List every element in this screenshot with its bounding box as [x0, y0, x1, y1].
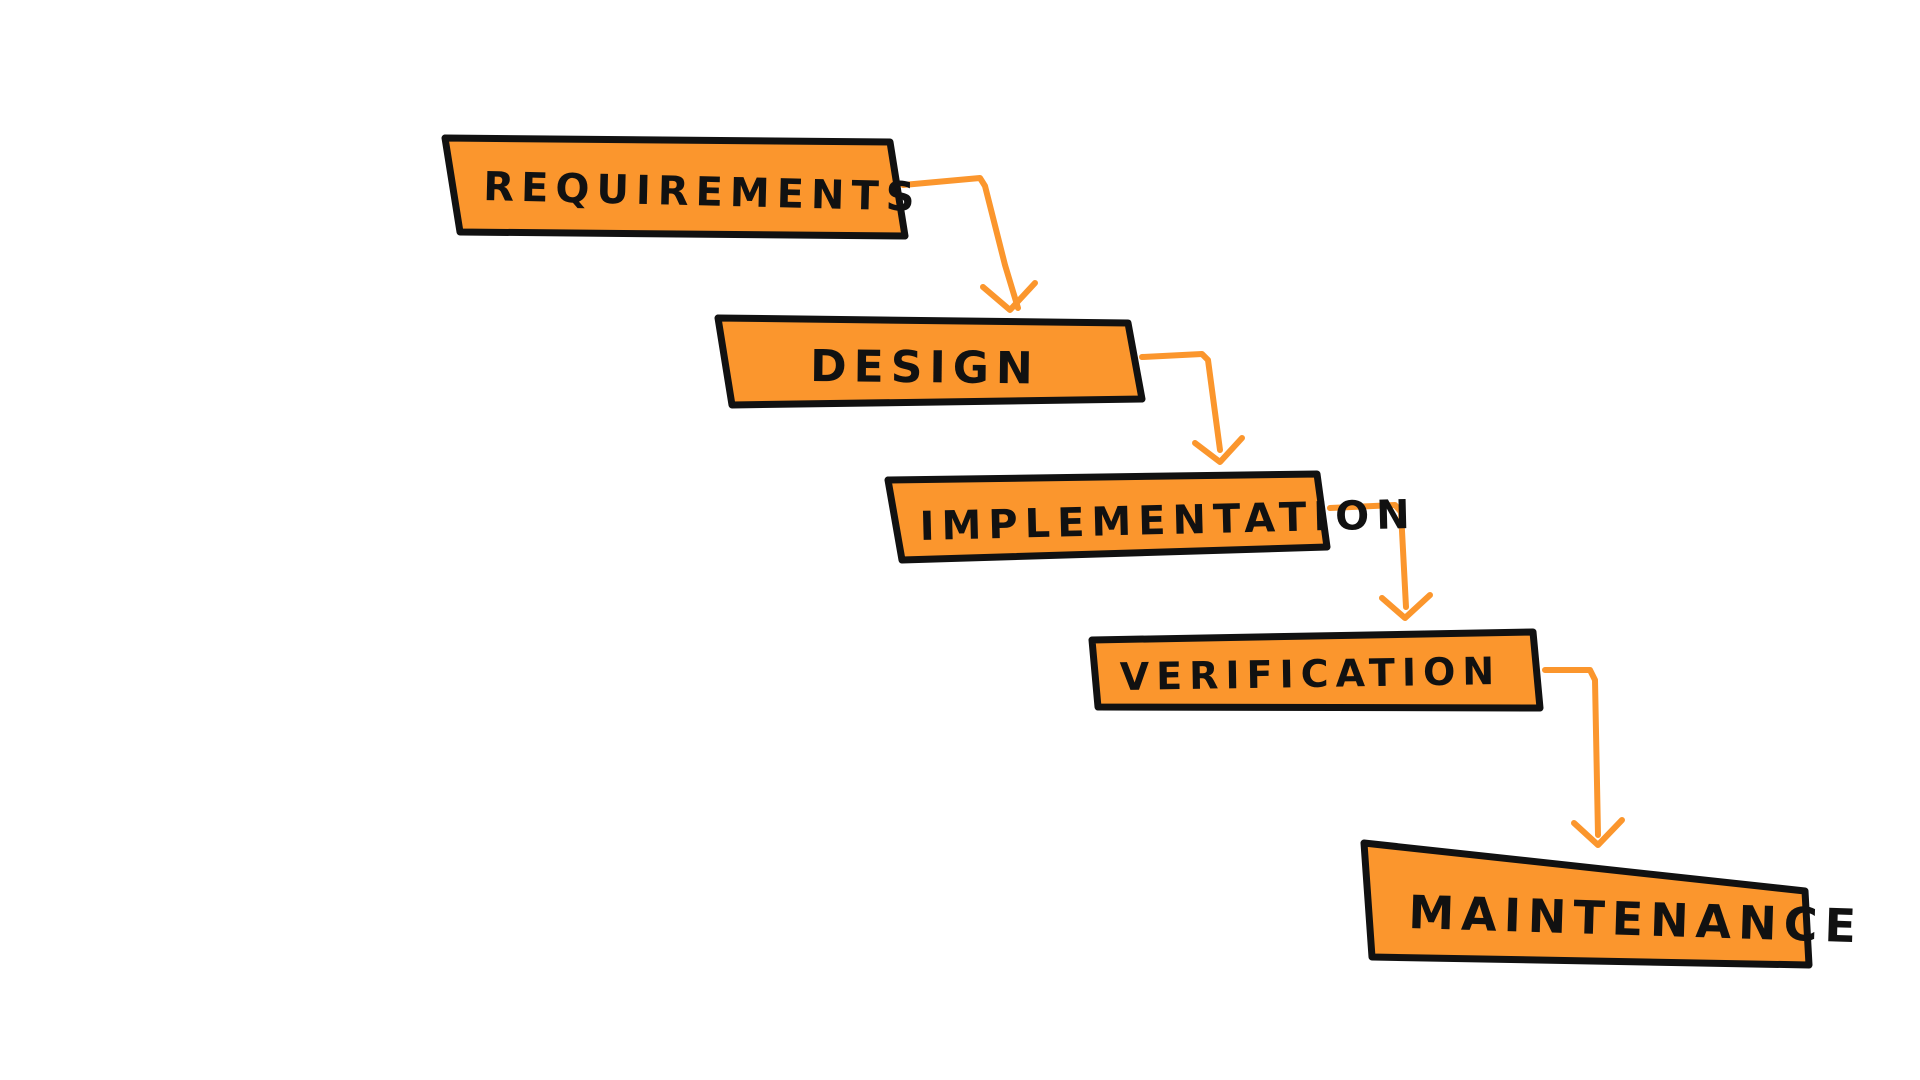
stage-label: REQUIREMENTS: [483, 164, 922, 221]
connector-design-to-implementation: [1139, 351, 1245, 465]
connector-implementation-to-verification: [1327, 502, 1433, 621]
stage-box: [714, 314, 1146, 409]
stage-box: [1360, 839, 1813, 969]
arrowhead-icon: [1192, 435, 1245, 465]
connector-line: [1327, 502, 1409, 610]
arrowhead-icon: [980, 280, 1038, 313]
stage-label: VERIFICATION: [1119, 649, 1501, 699]
connector-verification-to-maintenance: [1542, 667, 1625, 848]
stage-requirements: REQUIREMENTS: [441, 134, 922, 240]
arrowhead-icon: [1379, 592, 1433, 621]
connector-line: [1542, 667, 1601, 838]
stage-verification: VERIFICATION: [1088, 628, 1544, 712]
stage-maintenance: MAINTENANCE: [1360, 839, 1864, 969]
stage-design: DESIGN: [714, 314, 1146, 409]
arrowhead-icon: [1571, 817, 1625, 848]
stage-implementation: IMPLEMENTATION: [884, 470, 1417, 564]
stage-box: [1088, 628, 1544, 712]
stage-label: DESIGN: [810, 341, 1040, 394]
connector-line: [1139, 351, 1223, 453]
stage-box: [884, 470, 1331, 564]
stage-box: [441, 134, 909, 240]
connector-line: [900, 175, 1021, 311]
connector-requirements-to-design: [900, 175, 1038, 313]
